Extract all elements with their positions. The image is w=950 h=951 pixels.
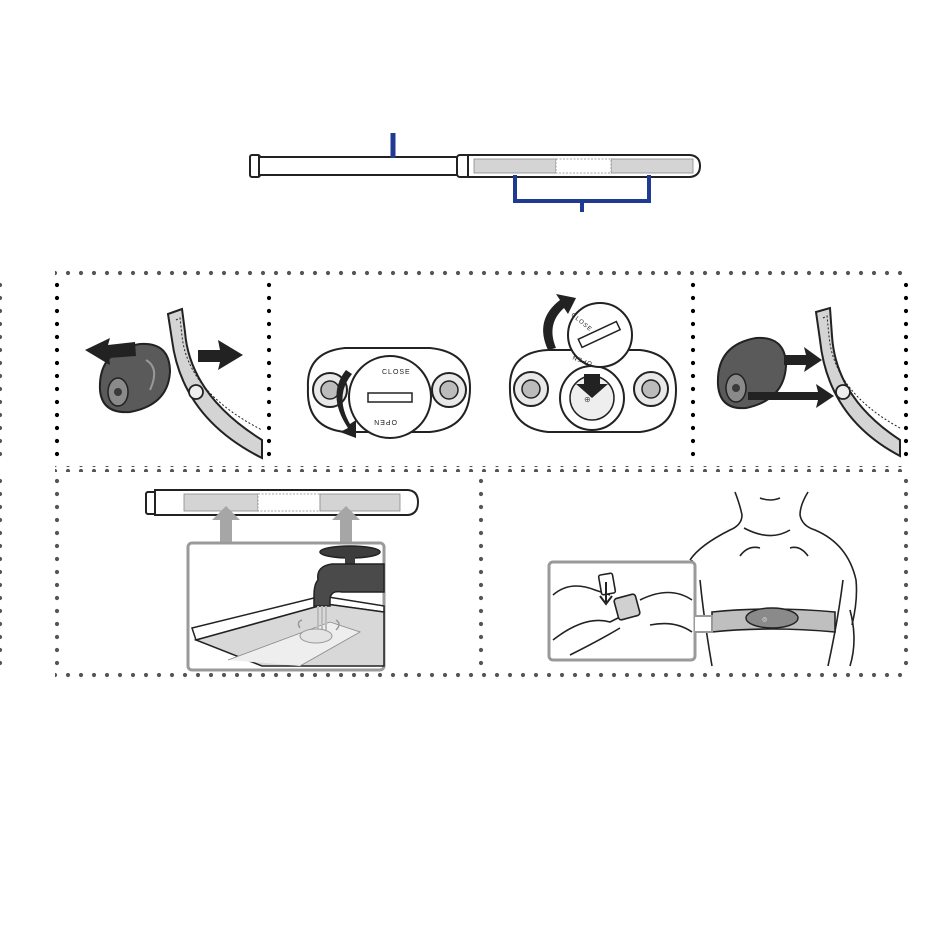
- strap-piece-4: [816, 308, 900, 456]
- chest-strap-worn: ◎: [712, 608, 835, 632]
- arrow-attach-top-icon: [784, 347, 822, 372]
- step-replace-battery: ⊕ CLOSE OPEN: [510, 294, 676, 432]
- electrode-pads-callout: [515, 175, 649, 212]
- step-detach-module: [85, 309, 262, 458]
- step-moisten-electrodes: [146, 490, 418, 670]
- person-torso: [687, 492, 856, 666]
- snap-stud: [189, 385, 203, 399]
- pad-left-5: [184, 494, 258, 511]
- electrode-pad-left: [474, 159, 556, 173]
- battery-mark: ⊕: [584, 395, 591, 404]
- strap-overview: [250, 133, 700, 212]
- close-label: CLOSE: [382, 369, 411, 376]
- module-logo: ◎: [762, 617, 767, 623]
- strap-center-area: [556, 159, 611, 173]
- coin-slot: [368, 393, 412, 402]
- step-open-battery-cover: CLOSE OPEN: [308, 348, 470, 438]
- electrode-pad-right: [611, 159, 693, 173]
- step-fasten-strap: ◎: [549, 492, 857, 666]
- elastic-band: [259, 157, 459, 175]
- pad-right-5: [320, 494, 400, 511]
- step-attach-module: [718, 308, 900, 456]
- open-label: OPEN: [373, 418, 397, 425]
- strap-piece: [168, 309, 262, 458]
- arrow-right-icon: [198, 340, 243, 370]
